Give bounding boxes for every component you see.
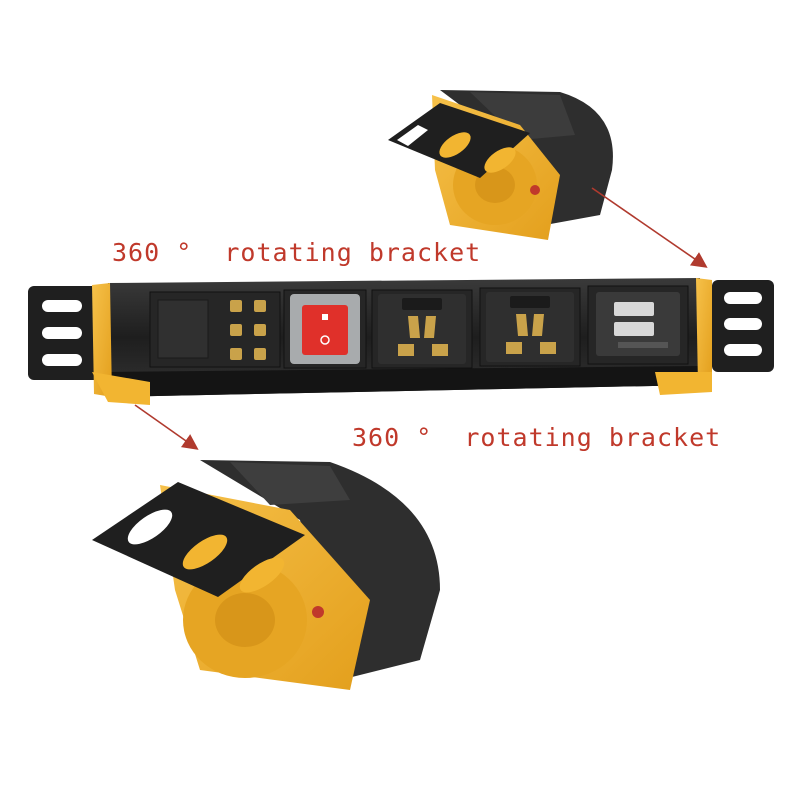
top-bracket-detail bbox=[388, 90, 613, 240]
arrow-to-right-bracket bbox=[591, 187, 708, 268]
rocker-switch-module bbox=[283, 289, 367, 369]
right-bracket-ear bbox=[712, 280, 774, 372]
rotating-bracket-caption-top: 360 ° rotating bracket bbox=[112, 238, 482, 267]
rotating-bracket-caption-bottom: 360 ° rotating bracket bbox=[352, 423, 722, 452]
pdu-strip bbox=[28, 278, 774, 405]
universal-socket-module bbox=[371, 289, 473, 369]
left-bracket-ear bbox=[28, 286, 100, 380]
arrow-to-left-bracket bbox=[134, 404, 199, 450]
usb-charger-module bbox=[587, 285, 689, 365]
universal-socket-module bbox=[479, 287, 581, 367]
bottom-bracket-detail bbox=[92, 460, 440, 690]
terminal-block-module bbox=[149, 291, 281, 368]
